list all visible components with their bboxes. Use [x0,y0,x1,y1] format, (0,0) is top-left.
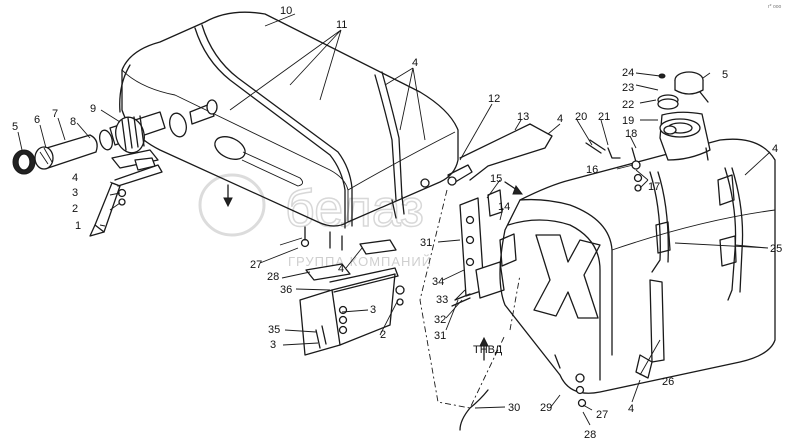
callout-27-right: 27 [596,409,608,421]
callout-35: 35 [268,324,280,336]
callout-4-center: 4 [338,263,344,275]
cap-and-fittings [585,71,709,192]
callout-10: 10 [280,5,292,17]
center-bracket [299,226,405,356]
callout-21: 21 [598,111,610,123]
callout-31-lower: 31 [434,330,446,342]
callout-labels: 5 6 7 8 9 10 11 4 12 13 4 15 14 20 21 16… [12,4,782,441]
left-bracket [89,149,163,237]
flow-arrows [223,181,523,361]
callout-2-center: 2 [380,329,386,341]
callout-8: 8 [70,116,76,128]
callout-33: 33 [436,294,448,306]
callout-4-right: 4 [772,143,778,155]
callout-12: 12 [488,93,500,105]
callout-3-left: 3 [72,187,78,199]
callout-28-left: 28 [267,271,279,283]
callout-13: 13 [517,111,529,123]
callout-29: 29 [540,402,552,414]
callout-17: 17 [648,181,660,193]
fuel-lines [419,189,521,431]
callout-15: 15 [490,173,502,185]
callout-4-bottom: 4 [628,403,634,415]
filler-neck-left [12,99,218,175]
valve-assembly [451,189,517,307]
callout-3-center: 3 [370,304,376,316]
callout-34: 34 [432,276,444,288]
callout-25: 25 [770,243,782,255]
callout-16: 16 [586,164,598,176]
callout-2-left: 2 [72,203,78,215]
callout-5-right: 5 [722,69,728,81]
watermark: белаз ГРУППА КОМПАНИЙ [198,173,432,269]
callout-14: 14 [498,201,510,213]
callout-24: 24 [622,67,634,79]
callout-31-upper: 31 [420,237,432,249]
callout-9: 9 [90,103,96,115]
callout-5-left: 5 [12,121,18,133]
callout-4-left: 4 [72,172,78,184]
watermark-subtitle: ГРУППА КОМПАНИЙ [288,254,432,269]
callout-27-left: 27 [250,259,262,271]
callout-4-rod: 4 [557,113,563,125]
arrow-label-tnvd: ТНВД [473,344,503,356]
callout-32: 32 [434,314,446,326]
callout-7: 7 [52,108,58,120]
callout-36: 36 [280,284,292,296]
callout-6: 6 [34,114,40,126]
callout-4-top: 4 [412,57,418,69]
callout-11: 11 [336,19,347,31]
callout-3-bottom: 3 [270,339,276,351]
callout-22: 22 [622,99,634,111]
callout-1: 1 [75,220,81,232]
callout-23: 23 [622,82,634,94]
callout-28-right: 28 [584,429,596,441]
callout-18: 18 [625,128,637,140]
leader-lines [17,13,771,426]
callout-26: 26 [662,376,674,388]
callout-30: 30 [508,402,520,414]
right-fuel-tank [499,111,776,408]
corner-stamp: r* ooo [768,4,782,10]
left-fuel-tank [119,11,459,251]
callout-19: 19 [622,115,634,127]
callout-20: 20 [575,111,587,123]
support-rod [420,123,553,188]
